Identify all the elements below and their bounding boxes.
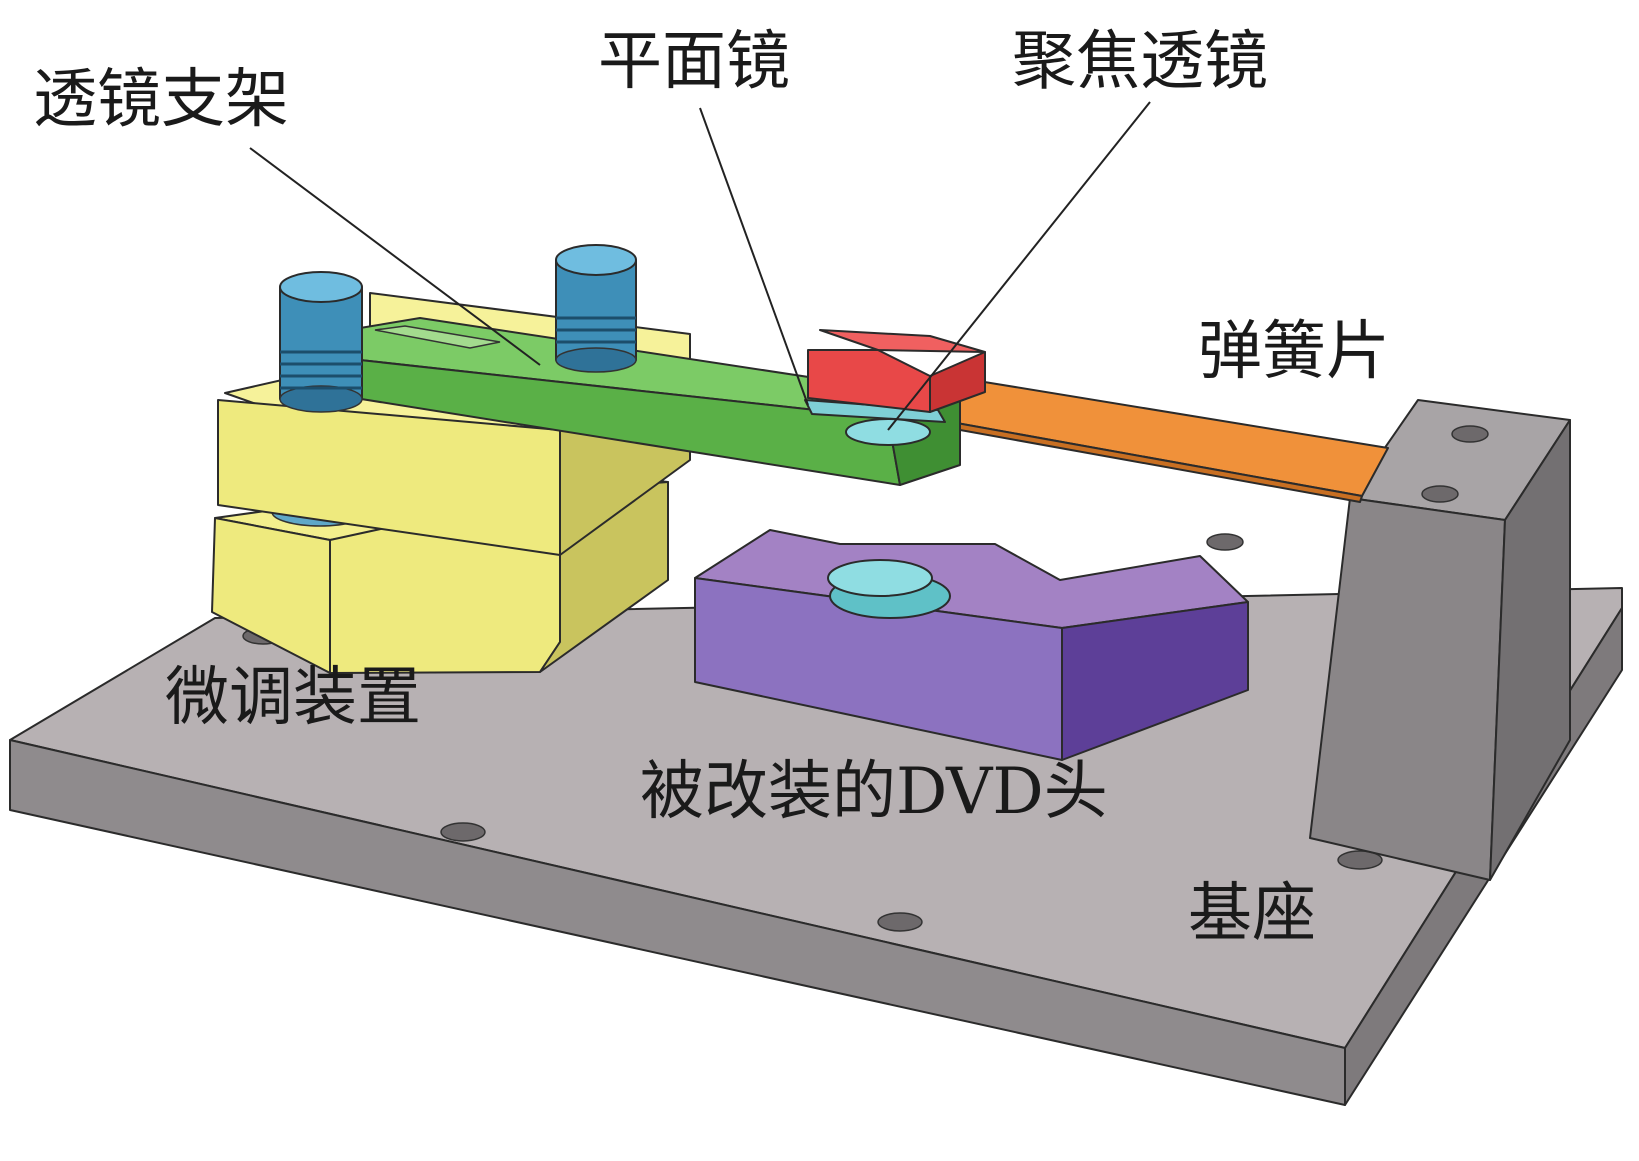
- base-hole: [877, 912, 923, 932]
- plane-mirror-block: [804, 329, 986, 423]
- label-base: 基座: [1188, 877, 1316, 951]
- label-fine-adjustment: 微调装置: [165, 661, 421, 735]
- screw-left: [279, 271, 363, 413]
- leader-plane-mirror: [699, 107, 809, 406]
- spring-leaf: [937, 377, 1389, 503]
- base-hole: [1206, 533, 1244, 551]
- support-post: [1309, 399, 1571, 881]
- post-hole: [1451, 425, 1489, 443]
- screw-right: [555, 244, 637, 373]
- leader-lens-holder: [249, 147, 541, 366]
- post-hole: [1421, 485, 1459, 503]
- leader-lines: [249, 101, 1151, 431]
- label-dvd-head: 被改装的DVD头: [640, 755, 1108, 829]
- leader-focusing-lens: [887, 101, 1151, 431]
- modified-dvd-head: [694, 529, 1249, 761]
- label-plane-mirror: 平面镜: [598, 25, 790, 99]
- base-hole: [440, 822, 486, 842]
- label-spring-leaf: 弹簧片: [1198, 315, 1390, 389]
- label-lens-holder: 透镜支架: [33, 63, 289, 137]
- label-focusing-lens: 聚焦透镜: [1012, 25, 1268, 99]
- focusing-lens: [845, 418, 931, 446]
- base-hole: [1337, 850, 1383, 870]
